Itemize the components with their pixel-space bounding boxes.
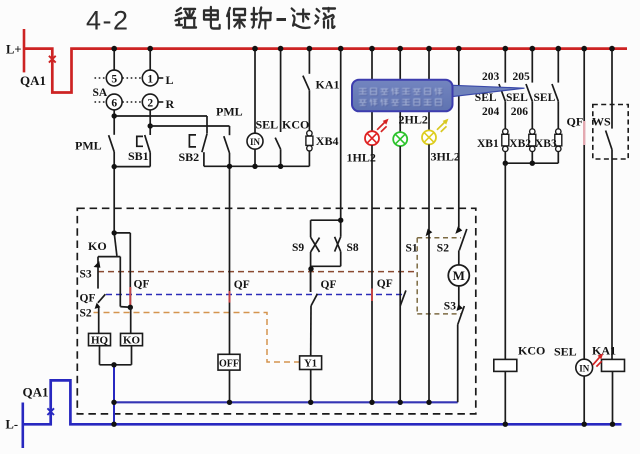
svg-text:1HL2: 1HL2 — [347, 151, 376, 165]
svg-text:3HL2: 3HL2 — [431, 150, 460, 164]
svg-text:KO: KO — [123, 335, 141, 347]
svg-text:QF: QF — [80, 293, 96, 305]
svg-text:SEL: SEL — [256, 118, 279, 132]
svg-text:HQ: HQ — [91, 335, 109, 347]
svg-text:204: 204 — [482, 106, 500, 118]
svg-text:SEL: SEL — [475, 92, 497, 104]
svg-text:S1: S1 — [406, 243, 418, 255]
svg-text:OFF: OFF — [219, 359, 239, 370]
svg-text:KA1: KA1 — [316, 78, 340, 92]
svg-text:S2: S2 — [80, 308, 92, 320]
svg-text:QF: QF — [234, 279, 250, 291]
svg-text:QA1: QA1 — [20, 73, 46, 88]
svg-text:SB2: SB2 — [179, 150, 200, 164]
svg-text:XB2: XB2 — [509, 138, 531, 150]
svg-text:SEL: SEL — [534, 92, 556, 104]
svg-text:S8: S8 — [347, 242, 359, 254]
svg-text:QF: QF — [377, 278, 393, 290]
svg-text:KCO: KCO — [282, 118, 309, 132]
svg-text:L: L — [166, 73, 174, 87]
svg-text:KA1: KA1 — [592, 344, 616, 358]
svg-text:S2: S2 — [437, 243, 449, 255]
svg-text:M: M — [453, 268, 465, 283]
svg-text:Y1: Y1 — [304, 359, 317, 370]
svg-text:R: R — [166, 97, 175, 111]
svg-text:1: 1 — [147, 73, 153, 85]
svg-text:QF: QF — [321, 279, 337, 291]
svg-text:6: 6 — [111, 97, 117, 109]
svg-text:203: 203 — [482, 71, 500, 83]
svg-text:PML: PML — [75, 139, 102, 153]
svg-text:L+: L+ — [6, 43, 21, 57]
svg-text:2HL2: 2HL2 — [399, 113, 428, 127]
svg-text:XB4: XB4 — [316, 134, 339, 148]
svg-text:KCO: KCO — [518, 344, 545, 358]
svg-text:QF: QF — [134, 279, 150, 291]
svg-text:SA: SA — [93, 87, 108, 99]
svg-text:L-: L- — [6, 418, 19, 432]
svg-text:SEL: SEL — [554, 345, 577, 359]
svg-text:IN: IN — [250, 137, 261, 147]
svg-text:4-2: 4-2 — [86, 6, 130, 36]
svg-text:SB1: SB1 — [128, 149, 149, 163]
svg-text:SEL: SEL — [506, 92, 528, 104]
svg-text:IN: IN — [579, 363, 590, 373]
svg-text:XB1: XB1 — [477, 138, 499, 150]
svg-text:205: 205 — [513, 71, 531, 83]
svg-text:QA1: QA1 — [23, 385, 49, 400]
svg-text:PML: PML — [216, 105, 243, 119]
svg-text:S9: S9 — [292, 242, 304, 254]
svg-text:KO: KO — [88, 239, 107, 253]
svg-text:S3: S3 — [80, 269, 92, 281]
svg-text:2: 2 — [147, 97, 153, 109]
svg-text:QF: QF — [567, 115, 584, 129]
svg-text:5: 5 — [111, 73, 117, 85]
svg-text:XB3: XB3 — [535, 138, 557, 150]
svg-text:S3: S3 — [444, 301, 456, 313]
svg-text:WS: WS — [592, 115, 611, 129]
svg-text:206: 206 — [511, 106, 529, 118]
